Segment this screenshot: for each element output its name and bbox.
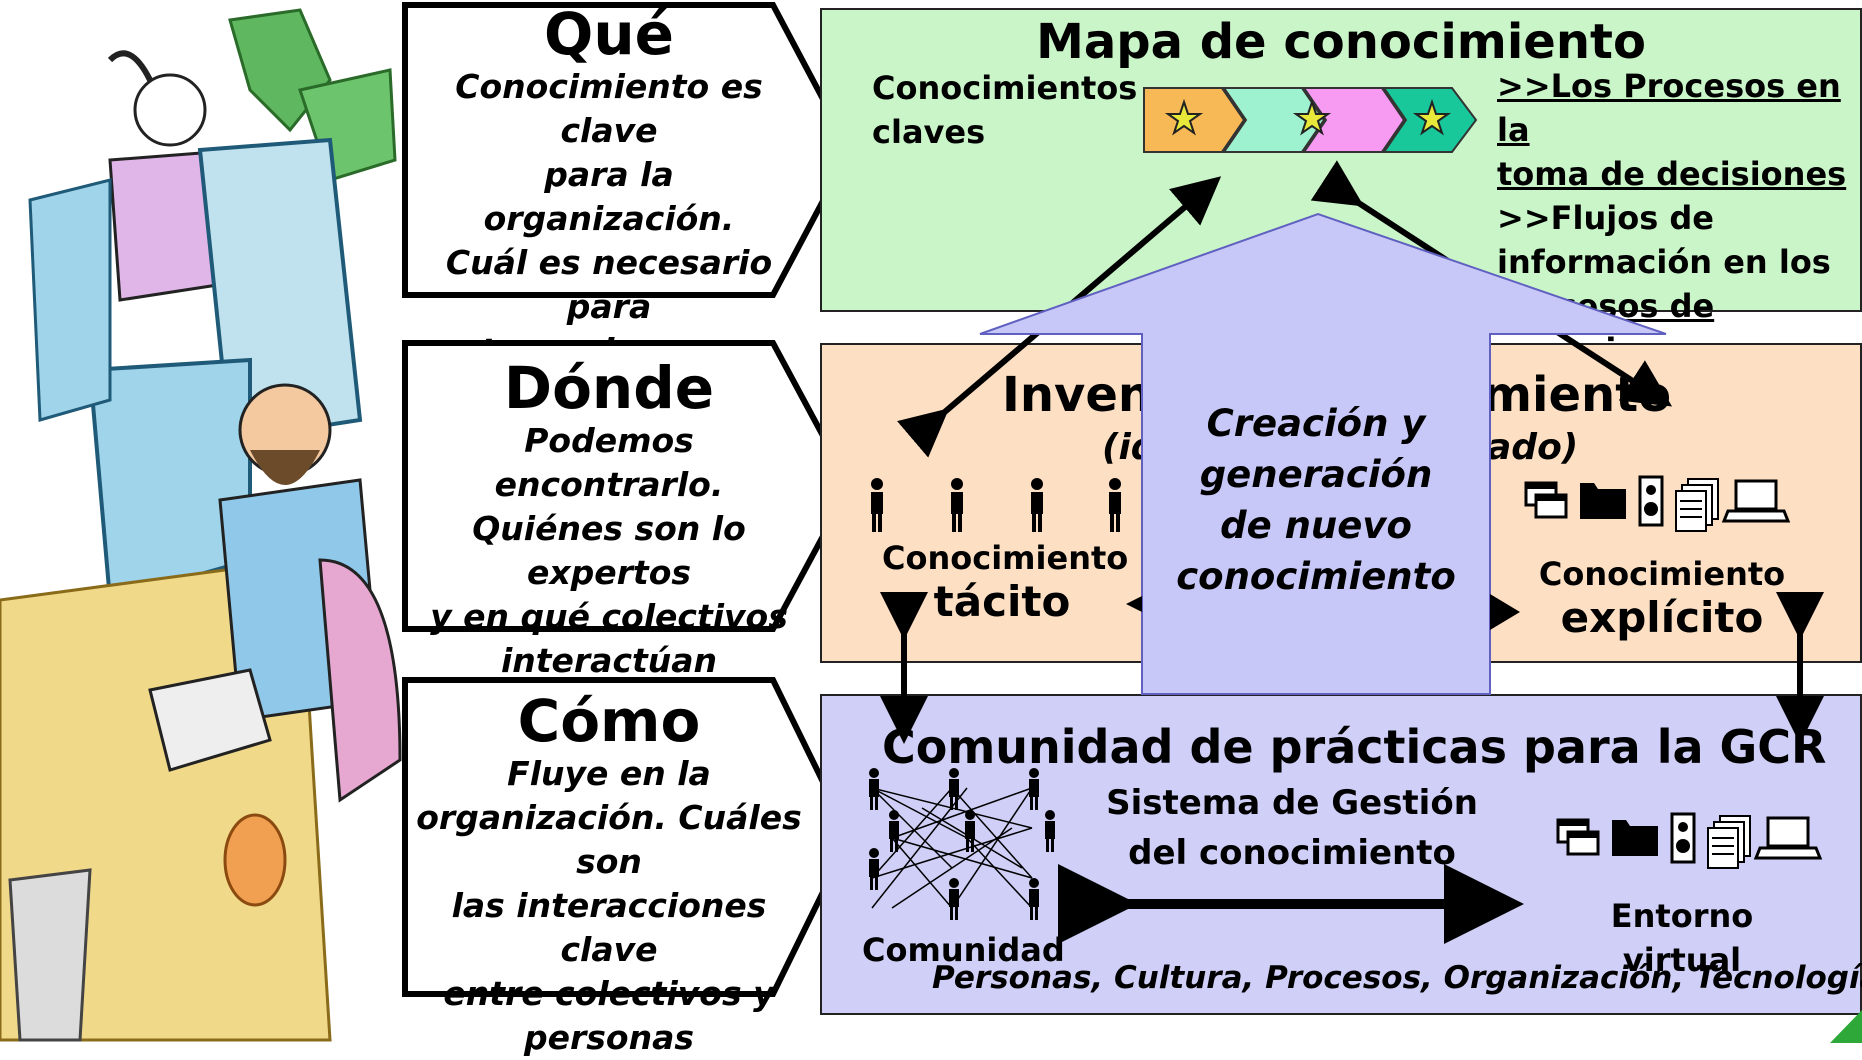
person-icon bbox=[951, 478, 963, 532]
people-row bbox=[871, 478, 1121, 532]
speaker-icon bbox=[1670, 812, 1696, 864]
que-title: Qué bbox=[544, 0, 674, 68]
que-line: para la organización. bbox=[483, 154, 735, 238]
entorno-label: Entorno virtual bbox=[1610, 897, 1754, 979]
como-line: las interacciones clave bbox=[451, 885, 767, 969]
creacion-line: generación bbox=[1199, 453, 1433, 496]
sistema-line: Sistema de Gestión bbox=[1106, 783, 1478, 823]
como-line: Fluye en la bbox=[507, 753, 711, 793]
process-chevron bbox=[1222, 87, 1326, 153]
person-icon bbox=[1031, 478, 1043, 532]
folder-icon bbox=[1580, 483, 1626, 519]
como-title: Cómo bbox=[517, 687, 701, 755]
person-icon bbox=[889, 810, 899, 852]
donde-line: interactúan bbox=[500, 640, 718, 680]
sistema-line: del conocimiento bbox=[1128, 833, 1456, 873]
laptop-icon bbox=[1753, 816, 1823, 860]
que-line: Cuál es necesario para bbox=[445, 242, 773, 326]
person-icon bbox=[1029, 878, 1039, 920]
document-icons-row bbox=[1556, 812, 1823, 869]
donde-title: Dónde bbox=[503, 354, 715, 422]
footer-text: Personas, Cultura, Procesos, Organizació… bbox=[932, 960, 1862, 996]
explicito-label: Conocimiento bbox=[1538, 555, 1786, 593]
document-icons-row bbox=[1524, 475, 1791, 532]
tacito-label: Conocimiento bbox=[882, 539, 1129, 577]
creacion-line: Creación y bbox=[1206, 402, 1426, 445]
laptop-icon bbox=[1721, 479, 1791, 523]
como-line: organización. Cuáles son bbox=[416, 797, 802, 881]
star-icon bbox=[1164, 98, 1204, 136]
folder-icon bbox=[1612, 820, 1658, 856]
mapa-right-line: toma de decisiones bbox=[1497, 155, 1847, 193]
comunidad-panel: Comunidad de prácticas para la GCR Comun… bbox=[820, 694, 1862, 1015]
mapa-right-line: información en los bbox=[1497, 243, 1831, 281]
star-icon bbox=[1292, 98, 1332, 136]
process-chevron bbox=[1143, 87, 1246, 153]
que-line: Conocimiento es clave bbox=[455, 66, 763, 150]
person-icon bbox=[949, 878, 959, 920]
person-icon bbox=[871, 478, 883, 532]
window-icon bbox=[1556, 818, 1600, 856]
process-chevron bbox=[1302, 87, 1406, 153]
creacion-line: de nuevo bbox=[1220, 504, 1412, 547]
mapa-right-line: >>Flujos de bbox=[1497, 199, 1714, 237]
como-line: entre colectivos y bbox=[443, 973, 775, 1013]
documents-icon bbox=[1675, 478, 1719, 532]
donde-chevron: Dónde Podemos encontrarlo. Quiénes son l… bbox=[402, 340, 854, 680]
comunidad-title: Comunidad de prácticas para la GCR bbox=[882, 720, 1827, 774]
explicito-word: explícito bbox=[1560, 593, 1764, 642]
creacion-text: Creación y generación de nuevo conocimie… bbox=[1142, 398, 1490, 602]
como-chevron: Cómo Fluye en la organización. Cuáles so… bbox=[402, 677, 854, 1057]
donde-line: Quiénes son lo expertos bbox=[472, 508, 746, 592]
person-icon bbox=[949, 768, 959, 810]
office-illustration bbox=[0, 0, 410, 1043]
comunidad-label: Comunidad bbox=[862, 931, 1065, 969]
creacion-line: conocimiento bbox=[1176, 555, 1456, 598]
community-network bbox=[869, 768, 1055, 920]
star-icon bbox=[1412, 98, 1452, 136]
mapa-left-line: claves bbox=[872, 113, 986, 151]
person-icon bbox=[869, 848, 879, 890]
person-icon bbox=[1045, 810, 1055, 852]
speaker-icon bbox=[1638, 475, 1664, 527]
inventario-subtitle-right: ado) bbox=[1487, 427, 1579, 468]
inventario-title-right: miento bbox=[1482, 367, 1672, 423]
mapa-left-line: Conocimientos bbox=[872, 69, 1138, 107]
process-chevrons bbox=[1143, 87, 1478, 153]
person-icon bbox=[1029, 768, 1039, 810]
mapa-title: Mapa de conocimiento bbox=[1036, 14, 1646, 70]
documents-icon bbox=[1707, 815, 1751, 869]
mapa-panel: Mapa de conocimiento Conocimientos clave… bbox=[820, 8, 1862, 369]
tacito-word: tácito bbox=[933, 577, 1071, 626]
mapa-right-line: >>Los Procesos en la bbox=[1497, 67, 1841, 149]
como-line: personas bbox=[524, 1017, 694, 1057]
person-icon bbox=[965, 810, 975, 852]
person-icon bbox=[1109, 478, 1121, 532]
donde-line: Podemos encontrarlo. bbox=[494, 420, 724, 504]
person-icon bbox=[869, 768, 879, 810]
donde-line: y en qué colectivos bbox=[430, 596, 788, 636]
window-icon bbox=[1524, 481, 1568, 519]
que-chevron: Qué Conocimiento es clave para la organi… bbox=[402, 0, 854, 414]
